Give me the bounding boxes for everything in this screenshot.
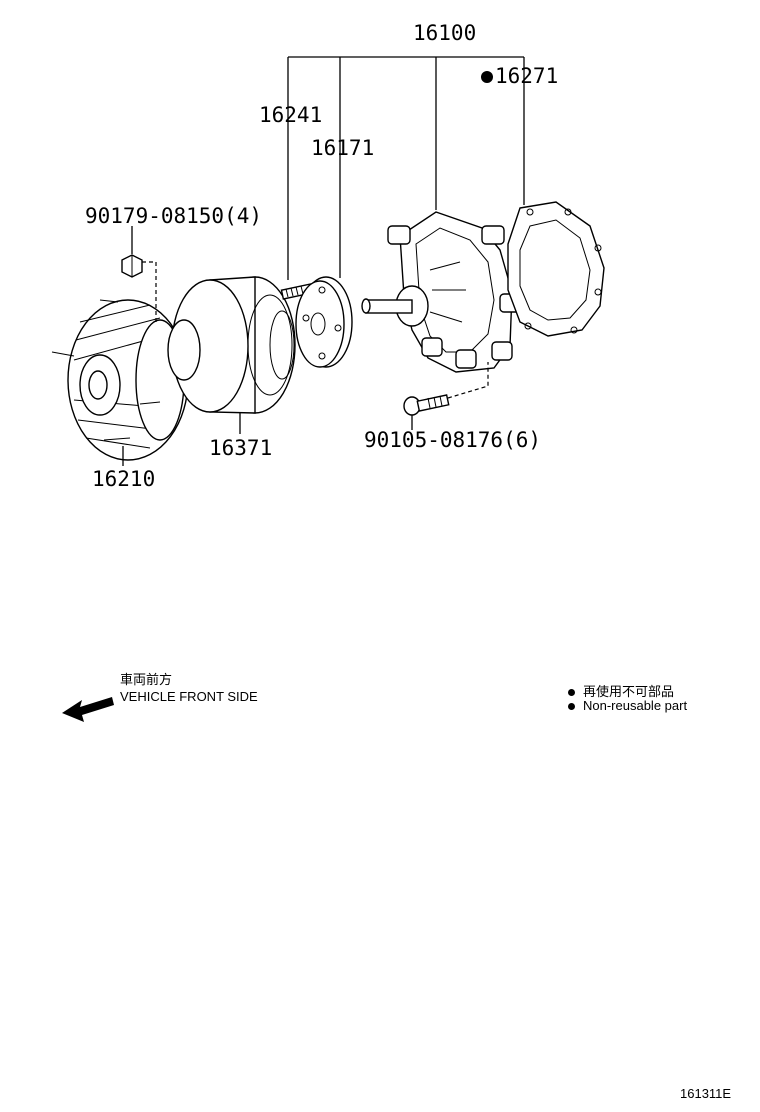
legend-jp: 再使用不可部品: [568, 681, 674, 700]
label-16100: 16100: [413, 21, 476, 45]
leader-16100-group: [287, 56, 525, 280]
legend-dot-icon: [568, 689, 575, 697]
water-pump-16100: [361, 211, 521, 373]
non-reusable-marker-16271: [481, 71, 493, 83]
label-16241: 16241: [259, 103, 322, 127]
vehicle-front-label-en: VEHICLE FRONT SIDE: [120, 689, 258, 704]
label-90179-08150: 90179-08150(4): [85, 204, 262, 228]
flange-16171: [295, 276, 353, 368]
legend-en: Non-reusable part: [568, 698, 687, 713]
legend-dot-icon: [568, 703, 575, 711]
front-arrow-icon: [62, 697, 114, 722]
fan-clutch-16210: [51, 299, 189, 461]
nut-90179: [121, 254, 143, 278]
gasket-16271: [507, 201, 605, 337]
label-16371: 16371: [209, 436, 272, 460]
legend-jp-text: 再使用不可部品: [583, 684, 675, 699]
label-16210: 16210: [92, 467, 155, 491]
figure-code: 161311E: [680, 1086, 732, 1101]
vehicle-front-label-jp: 車両前方: [120, 672, 173, 687]
pulley-16371: [167, 276, 296, 414]
bolt-90105: [403, 394, 450, 416]
legend-en-text: Non-reusable part: [583, 698, 688, 713]
label-16271: 16271: [495, 64, 558, 88]
label-16171: 16171: [311, 136, 374, 160]
label-90105-08176: 90105-08176(6): [364, 428, 541, 452]
